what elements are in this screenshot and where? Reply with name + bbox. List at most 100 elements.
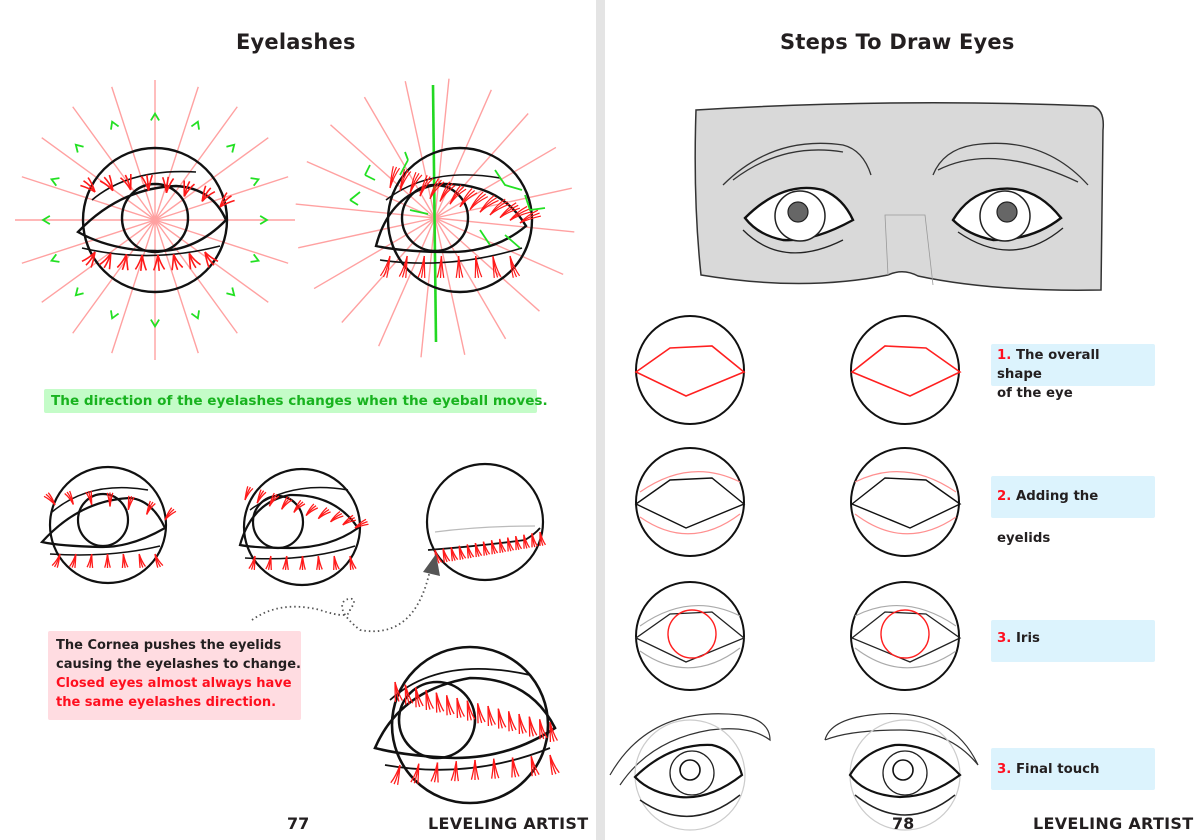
eyelash bbox=[455, 255, 460, 278]
guide-line bbox=[434, 89, 492, 219]
step1-eyes bbox=[634, 315, 962, 425]
step-1-label: 1. The overall shape of the eye bbox=[991, 344, 1155, 401]
eyelash bbox=[466, 544, 469, 559]
note-line: causing the eyelashes to change. bbox=[56, 657, 301, 672]
eyelash bbox=[152, 254, 159, 271]
eyelash bbox=[121, 553, 124, 569]
eyeball-circle bbox=[386, 146, 534, 294]
eyelash bbox=[138, 553, 141, 569]
eye-left bbox=[742, 186, 855, 254]
guide-line bbox=[154, 219, 238, 334]
eyelash bbox=[171, 254, 175, 271]
eyelash bbox=[436, 255, 443, 278]
eyelash bbox=[330, 515, 344, 523]
arrow-icon bbox=[226, 143, 236, 153]
arrow-icon bbox=[226, 287, 236, 297]
step4-eyes bbox=[609, 713, 979, 831]
dotted-arrow bbox=[251, 554, 440, 633]
eyelash bbox=[201, 190, 216, 202]
guide-line bbox=[434, 217, 507, 340]
step-text: The overall shape bbox=[997, 348, 1100, 382]
eyelash bbox=[316, 555, 319, 571]
eyelash bbox=[47, 492, 56, 506]
eyelash bbox=[409, 174, 423, 194]
eyelash bbox=[116, 254, 128, 269]
eye-front-lashes bbox=[39, 465, 168, 585]
eyebrows bbox=[722, 142, 1089, 186]
eyelash bbox=[491, 758, 495, 779]
note-line-red: the same eyelashes direction. bbox=[56, 695, 277, 710]
eyelash bbox=[511, 757, 514, 778]
arrow-icon bbox=[150, 111, 160, 121]
eyelash bbox=[499, 207, 521, 219]
eyelash bbox=[459, 192, 478, 208]
guide-line bbox=[111, 219, 156, 354]
eyelash bbox=[188, 253, 192, 270]
brand-footer: LEVELING ARTIST bbox=[428, 814, 589, 833]
guide-line bbox=[363, 96, 436, 219]
lower-lid-line bbox=[379, 247, 523, 264]
guide-line bbox=[434, 146, 557, 219]
eyelash bbox=[390, 764, 401, 784]
step3-eyes bbox=[634, 581, 962, 691]
eyelash bbox=[99, 252, 112, 266]
eye-right bbox=[951, 187, 1064, 251]
iris bbox=[120, 182, 190, 254]
guide-line bbox=[434, 217, 466, 355]
eyelash bbox=[354, 523, 369, 529]
step-2-label: 2. Adding the eyelids bbox=[991, 476, 1155, 546]
eyelash bbox=[265, 555, 272, 570]
guide-line bbox=[21, 219, 156, 264]
arrowhead bbox=[423, 554, 440, 576]
eyelash bbox=[293, 503, 306, 513]
eyelash bbox=[379, 255, 391, 277]
guide-line bbox=[313, 217, 436, 290]
eyelash-marks bbox=[379, 166, 542, 279]
arrow-icon bbox=[250, 177, 261, 187]
eyelash bbox=[147, 174, 154, 191]
guide-line bbox=[434, 113, 529, 219]
eyelash bbox=[109, 492, 114, 507]
brand-footer: LEVELING ARTIST bbox=[1033, 814, 1194, 833]
eyelash bbox=[419, 177, 434, 197]
guide-line bbox=[154, 219, 269, 303]
eyebrow bbox=[824, 713, 979, 766]
step-number: 2. bbox=[997, 489, 1012, 504]
eyelash bbox=[474, 543, 477, 558]
eyelash bbox=[256, 491, 267, 504]
arrow-icon bbox=[250, 253, 261, 263]
guide-line bbox=[154, 86, 199, 221]
page-right: Steps To Draw Eyes bbox=[605, 0, 1198, 840]
eyelash-marks bbox=[390, 681, 560, 785]
eyelash bbox=[489, 203, 510, 216]
eyelash bbox=[439, 184, 456, 202]
iris-guide bbox=[880, 609, 930, 659]
guide-line bbox=[330, 124, 436, 219]
arrow-icon bbox=[110, 120, 120, 130]
direction-arrows bbox=[349, 151, 546, 249]
eyelash bbox=[429, 181, 445, 200]
eyelash bbox=[417, 255, 425, 278]
guide-line bbox=[306, 161, 436, 219]
page-number: 78 bbox=[892, 814, 915, 833]
guide-line bbox=[434, 217, 575, 233]
guide-line bbox=[378, 217, 436, 347]
eye-front-radial-illustration bbox=[15, 80, 295, 360]
arrow-icon bbox=[74, 143, 84, 153]
iris-guide bbox=[667, 609, 717, 659]
eyelash bbox=[450, 547, 453, 562]
eyelash bbox=[183, 183, 196, 197]
step-4-label: 3. Final touch bbox=[991, 748, 1155, 790]
eyelash bbox=[154, 553, 159, 568]
eye-turned-radial-illustration bbox=[295, 78, 575, 358]
upper-lid-crease bbox=[91, 170, 197, 201]
eyelash bbox=[389, 167, 401, 189]
eyelash bbox=[317, 511, 331, 520]
guide-line bbox=[295, 203, 436, 219]
guide-line bbox=[434, 217, 540, 312]
page-number: 77 bbox=[287, 814, 310, 833]
page-gutter bbox=[596, 0, 605, 840]
eyelash bbox=[51, 553, 61, 567]
radial-guide-lines bbox=[295, 78, 575, 358]
guide-line bbox=[154, 219, 199, 354]
